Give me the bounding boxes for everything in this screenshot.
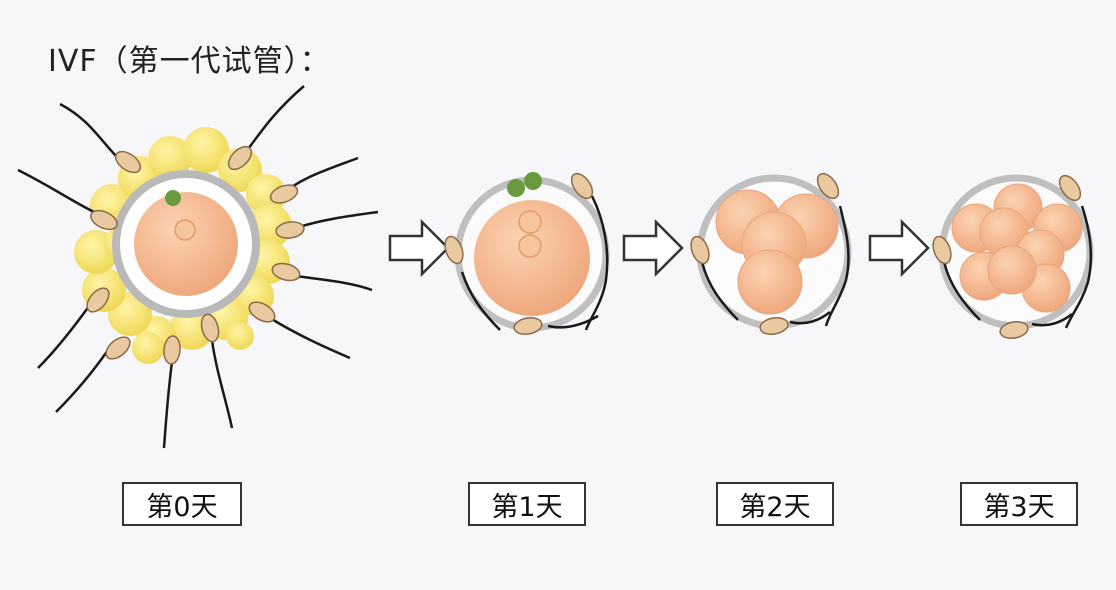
stage-0-oocyte bbox=[17, 85, 379, 449]
blastomeres bbox=[951, 183, 1083, 313]
attached-sperm-heads bbox=[444, 172, 594, 335]
stage-label-day-3: 第3天 bbox=[960, 482, 1078, 526]
stage-label-day-1: 第1天 bbox=[468, 482, 586, 526]
attached-sperm-heads bbox=[932, 174, 1082, 339]
diagram-title: IVF（第一代试管）： bbox=[48, 44, 331, 79]
pronucleus bbox=[518, 210, 542, 234]
polar-body bbox=[524, 172, 542, 190]
attached-sperm-tails bbox=[942, 205, 1093, 329]
zygote-cell bbox=[474, 200, 590, 316]
pronucleus bbox=[518, 234, 542, 258]
arrow-1-2 bbox=[622, 218, 684, 278]
sperm-heads bbox=[86, 145, 305, 365]
polar-body bbox=[507, 179, 525, 197]
stage-label-day-0: 第0天 bbox=[122, 482, 242, 526]
arrow-2-3 bbox=[868, 218, 930, 278]
oocyte bbox=[134, 192, 238, 296]
nucleus bbox=[174, 219, 196, 241]
stage-label-day-2: 第2天 bbox=[716, 482, 834, 526]
stage-1-zygote bbox=[444, 172, 610, 335]
attached-sperm-heads bbox=[690, 172, 840, 335]
arrow-0-1 bbox=[388, 218, 450, 278]
blastomeres bbox=[715, 189, 839, 315]
stage-2-four-cell bbox=[690, 172, 852, 335]
attached-sperm-tails bbox=[460, 195, 609, 331]
stage-3-eight-cell bbox=[932, 174, 1094, 339]
polar-body bbox=[165, 190, 181, 206]
attached-sperm-tails bbox=[700, 205, 850, 327]
